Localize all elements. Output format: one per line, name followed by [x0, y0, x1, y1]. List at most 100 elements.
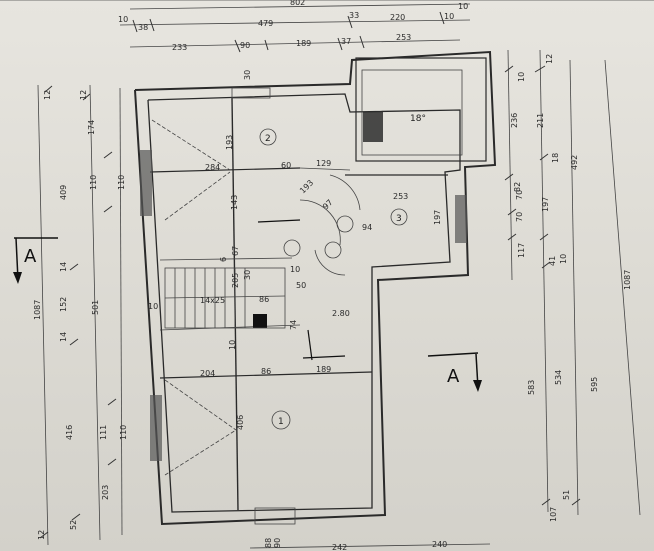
dim-top-row2-5: 253 [396, 33, 411, 42]
dim-left-8: 501 [91, 300, 100, 315]
dim-left-3: 174 [87, 120, 96, 135]
dim-top-7: 10 [458, 2, 468, 11]
dim-bottom-4: 90 [273, 538, 282, 548]
room-1-marker [271, 410, 291, 430]
dim-left-4: 409 [59, 185, 68, 200]
dim-right-4: 236 [510, 113, 519, 128]
window-left-lower [150, 395, 162, 461]
dim-right-overall: 1087 [623, 270, 632, 290]
interior-dim-27: 197 [433, 210, 442, 225]
left-dimensions: 12 12 174 409 110 110 14 1087 501 152 14… [33, 84, 128, 546]
room-labels: 2 3 1 18° [259, 114, 426, 430]
dim-right-12: 41 [548, 256, 557, 266]
dim-top-row2-3: 189 [296, 39, 311, 48]
dim-left-overall: 1087 [33, 300, 42, 320]
dim-right-14: 534 [554, 370, 563, 385]
interior-dim-12: 205 [231, 273, 240, 288]
interior-dim-23: 10 [228, 340, 237, 350]
chimney-icon [253, 314, 267, 328]
interior-dim-18: 2.80 [332, 309, 350, 318]
terrace-inner [361, 69, 463, 156]
room-2-label: 2 [265, 134, 271, 144]
dim-left-12: 111 [99, 425, 108, 440]
fixture-circle-1 [283, 239, 301, 257]
dim-right-8: 70 [515, 212, 524, 222]
section-marker-right: A [427, 352, 482, 392]
dim-right-17: 51 [562, 490, 571, 500]
dim-right-15: 583 [527, 380, 536, 395]
dim-top-2: 38 [138, 23, 148, 32]
staircase [164, 267, 286, 329]
dim-right-7: 82 [513, 182, 522, 192]
terrace-label: 18° [410, 114, 426, 124]
interior-dim-11: 6 [219, 257, 228, 262]
room-3-label: 3 [396, 214, 402, 224]
terrace-outline [355, 57, 487, 162]
dim-top-row2-4: 37 [341, 37, 351, 46]
dim-left-7: 14 [59, 262, 68, 272]
interior-dim-7: 143 [230, 195, 239, 210]
dim-top-4: 33 [349, 11, 359, 20]
right-dimensions: 10 12 211 236 18 492 82 70 197 70 117 41… [504, 49, 641, 522]
dim-left-9: 152 [59, 297, 68, 312]
window-bottom [254, 507, 296, 525]
interior-dim-25: 50 [296, 281, 306, 290]
interior-dim-16: 86 [259, 295, 269, 304]
interior-dim-9: 94 [362, 223, 372, 232]
dim-right-9: 197 [541, 197, 550, 212]
room-3-marker [390, 208, 408, 226]
dim-bottom-2: 240 [432, 540, 447, 549]
window-right [455, 195, 467, 243]
interior-dim-10: 67 [231, 246, 240, 256]
interior-dim-1: 284 [205, 163, 220, 172]
dim-right-6: 492 [570, 155, 579, 170]
interior-dim-3: 60 [281, 161, 291, 170]
dim-top-5: 220 [390, 13, 405, 22]
dim-left-14: 203 [101, 485, 110, 500]
dim-overall-width: 802 [290, 0, 305, 7]
bottom-dimensions: 242 240 88 90 [249, 538, 491, 551]
dim-left-15: 52 [69, 520, 78, 530]
dim-left-5: 110 [89, 175, 98, 190]
dim-left-2: 12 [79, 90, 88, 100]
interior-dim-15: 14x25 [200, 296, 225, 305]
dim-right-16: 595 [590, 377, 599, 392]
interior-dim-2: 193 [225, 135, 234, 150]
interior-dim-24: 10 [148, 302, 158, 311]
interior-dim-26: 30 [243, 70, 252, 80]
building-walls [134, 50, 497, 526]
interior-dim-13: 30 [243, 270, 252, 280]
dim-top-6: 10 [444, 12, 454, 21]
dim-left-6: 110 [117, 175, 126, 190]
interior-dim-8: 97 [321, 198, 335, 212]
interior-dim-5: 193 [298, 178, 315, 195]
dim-top-3: 479 [258, 19, 273, 28]
dim-bottom-1: 242 [332, 543, 347, 551]
interior-dim-14: 10 [290, 265, 300, 274]
dim-right-1: 10 [517, 72, 526, 82]
dim-right-2: 12 [545, 54, 554, 64]
dim-left-11: 416 [65, 425, 74, 440]
section-marker-left: A [13, 237, 58, 284]
dim-right-13: 10 [559, 254, 568, 264]
dim-top-1: 10 [118, 15, 128, 24]
dim-right-3: 211 [536, 113, 545, 128]
dim-right-11: 117 [517, 243, 526, 258]
window-top-left [231, 87, 271, 99]
dim-right-18: 107 [549, 507, 558, 522]
interior-dim-6: 253 [393, 192, 408, 201]
interior-dim-4: 129 [316, 159, 331, 168]
room-2-marker [259, 128, 277, 146]
interior-dim-21: 189 [316, 365, 331, 374]
stove-icon [363, 112, 383, 142]
dim-right-10: 70 [515, 190, 524, 200]
fixture-circle-2 [324, 241, 342, 259]
dim-left-1: 12 [43, 90, 52, 100]
section-label-left: A [24, 246, 37, 267]
dim-left-13: 110 [119, 425, 128, 440]
window-left-upper [140, 150, 152, 216]
dim-left-16: 12 [37, 530, 46, 540]
interior-dim-19: 204 [200, 369, 215, 378]
